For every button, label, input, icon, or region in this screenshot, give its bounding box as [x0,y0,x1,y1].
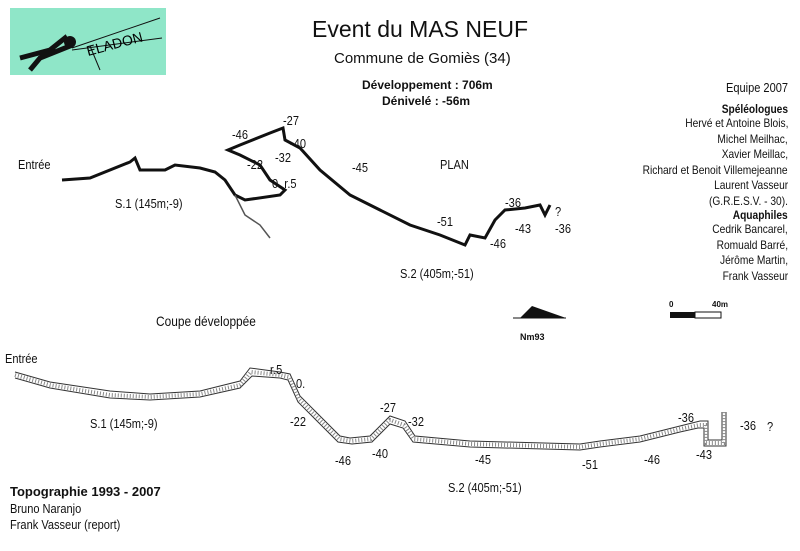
section-depth-label: -22 [290,414,306,429]
team-heading: Equipe 2007 [725,80,788,95]
plan-depth-label: -51 [437,214,453,229]
section-depth-label: -40 [372,446,388,461]
speleo-heading: Spéléologues [721,102,788,116]
section-entrance: Entrée [5,351,38,366]
plan-depth-label: ? [555,204,562,219]
plan-depth-label: -27 [283,113,299,128]
north-label: Nm93 [520,332,545,342]
plan-depth-label: -45 [352,160,368,175]
speleologue-name: Michel Meilhac, [717,131,788,146]
section-depth-label: -43 [696,447,712,462]
plan-passage [61,125,552,247]
plan-entrance: Entrée [18,157,51,172]
section-depth-label: -27 [380,400,396,415]
speleologue-name: Richard et Benoit Villemejeanne [643,162,788,177]
plan-depth-label: -32 [275,150,291,165]
speleologue-name: Xavier Meillac, [721,147,788,161]
section-depth-label: -46 [335,453,351,468]
section-title: Coupe développée [156,313,256,329]
scale-start: 0 [669,300,674,309]
section-depth-label: r.5 [270,362,283,377]
scale-bar [670,311,722,319]
north-arrow-icon [513,306,566,319]
aquaphile-name: Jérôme Martin, [719,253,788,267]
diver-logo-icon: ELADON [19,17,163,72]
section-hatch [14,369,726,450]
section-s1: S.1 (145m;-9) [90,416,158,431]
section-depth-label: -45 [475,452,491,467]
plan-depth-label: -40 [290,136,306,151]
section-depth-label: 0. [296,376,306,391]
plan-depth-label: -36 [505,195,521,210]
scale-end: 40m [712,300,729,309]
plan-depth-label: 0. r.5 [272,176,297,191]
credit-line: Bruno Naranjo [10,501,82,516]
speleologue-name: Hervé et Antoine Blois, [684,116,788,130]
section-s2: S.2 (405m;-51) [448,480,522,495]
section-depth-label: -36 [740,418,756,433]
plan-depth-label: -22 [247,157,263,172]
section-passage-bottom [14,375,727,451]
denivele: Dénivelé : -56m [382,94,471,108]
commune: Commune de Gomiès (34) [334,50,511,67]
plan-depth-label: -46 [490,236,506,251]
section-depth-label: -36 [678,410,694,425]
aquaphile-name: Cedrik Bancarel, [712,222,788,236]
plan-s1: S.1 (145m;-9) [115,196,183,211]
section-passage-top [14,367,723,445]
plan-s2: S.2 (405m;-51) [400,266,474,281]
plan-depth-label: -46 [232,127,248,142]
section-depth-label: -32 [408,414,424,429]
speleologue-name: (G.R.E.S.V. - 30). [709,193,788,208]
credit-line: Frank Vasseur (report) [10,517,121,532]
page-title: Event du MAS NEUF [312,16,529,42]
plan-depth-label: -43 [515,221,531,236]
developpement: Développement : 706m [362,78,493,92]
section-depth-label: ? [767,419,774,434]
credits-heading: Topographie 1993 - 2007 [10,484,161,499]
plan-depth-label: -36 [555,221,571,236]
club-logo: ELADON [10,8,166,75]
aquaphile-name: Romuald Barré, [716,237,788,252]
aqua-heading: Aquaphiles [733,208,788,222]
section-depth-label: -51 [582,457,598,472]
aquaphile-name: Frank Vasseur [722,268,788,283]
plan-title: PLAN [440,157,469,172]
plan-branch [234,194,271,239]
section-depth-label: -46 [644,452,660,467]
speleologue-name: Laurent Vasseur [713,178,788,192]
